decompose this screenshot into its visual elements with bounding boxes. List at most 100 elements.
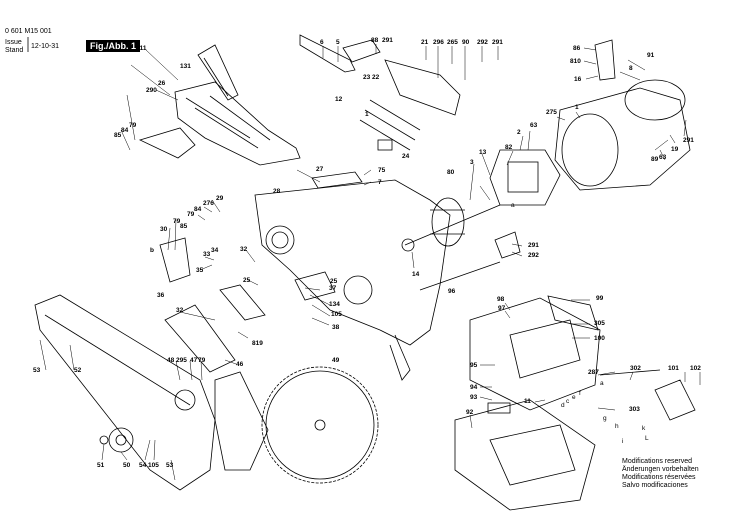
part-label: 32: [240, 246, 248, 253]
part-label: 265: [447, 39, 458, 46]
part-label: 105: [331, 311, 342, 318]
part-label: 25: [330, 278, 338, 285]
part-label: 12: [335, 96, 343, 103]
part-label: 287: [588, 369, 599, 376]
part-label: 63: [659, 154, 667, 161]
part-label: 296: [433, 39, 444, 46]
knob-50: [108, 427, 134, 453]
tray-cover: [547, 295, 599, 331]
part-label: 93: [470, 394, 478, 401]
leader-lines: [39, 44, 701, 481]
part-label: 47: [190, 357, 198, 364]
part-labels: 6 5 88 291 21 296 265 90 292 291 86 810 …: [33, 37, 701, 469]
figure-label: Fig./Abb. 1: [86, 40, 140, 52]
part-label: 99: [596, 295, 604, 302]
part-label: 79: [187, 211, 195, 218]
switch-102: [654, 379, 696, 421]
part-label: 34: [211, 247, 219, 254]
wire-letter: b: [150, 247, 154, 254]
part-label: 92: [466, 409, 474, 416]
wire-letter: f: [579, 390, 581, 397]
part-label: 84: [121, 127, 129, 134]
label-plate: [487, 402, 511, 414]
part-label: 102: [690, 365, 701, 372]
part-label: 7: [378, 179, 382, 186]
part-label: 276: [203, 200, 214, 207]
stand-label: Stand: [5, 47, 24, 54]
wire-letter: k: [642, 425, 646, 432]
table-extension: [34, 294, 216, 491]
part-label: 290: [146, 87, 157, 94]
saw-blade-inner: [265, 370, 375, 480]
part-label: 53: [33, 367, 41, 374]
part-label: 16: [574, 76, 582, 83]
control-tray: [469, 297, 601, 411]
wire-letter: c: [566, 398, 570, 405]
part-label: 13: [479, 149, 487, 156]
stator-core: [507, 161, 539, 193]
part-label: 48: [167, 357, 175, 364]
part-label: 94: [470, 384, 478, 391]
part-label: 105: [148, 462, 159, 469]
note-line: Salvo modificaciones: [622, 482, 688, 489]
switch-cover: [342, 39, 381, 63]
part-label: 79: [173, 218, 181, 225]
part-label: 37: [329, 285, 337, 292]
stator: [489, 149, 561, 206]
pivot-rod: [419, 261, 501, 291]
part-label: 8: [629, 65, 633, 72]
part-label: 6: [320, 39, 324, 46]
part-label: 26: [158, 80, 166, 87]
brush-holder: [594, 39, 616, 81]
gear-housing: [254, 179, 451, 346]
guard-plate: [214, 371, 269, 471]
lever: [219, 284, 266, 321]
fan-cover: [624, 79, 686, 121]
issue-date: 12-10-31: [31, 43, 60, 50]
part-label: 80: [447, 169, 455, 176]
modification-notes: Modifications reserved Änderungen vorbeh…: [622, 458, 699, 490]
wire-letter: i: [622, 438, 623, 445]
wire-letter: h: [615, 423, 619, 430]
guard-flap: [197, 44, 239, 101]
part-label: 89: [651, 156, 659, 163]
part-label: 23: [363, 74, 371, 81]
part-label: 91: [647, 52, 655, 59]
part-label: 86: [573, 45, 581, 52]
part-label: 291: [528, 242, 539, 249]
housing-foot: [389, 334, 411, 381]
part-label: 95: [470, 362, 478, 369]
part-label: 63: [530, 122, 538, 129]
clamp-plate: [294, 271, 336, 301]
part-label: 810: [570, 58, 581, 65]
lower-guard: [138, 127, 196, 159]
part-label: 28: [273, 188, 281, 195]
part-label: 275: [546, 109, 557, 116]
part-label: 295: [176, 357, 187, 364]
cover-plate: [311, 171, 363, 189]
table-bearing: [174, 389, 196, 411]
part-label: 2: [517, 129, 521, 136]
part-label: 292: [528, 252, 539, 259]
part-label: 51: [97, 462, 105, 469]
part-label: 24: [402, 153, 410, 160]
bearing-14: [401, 238, 415, 252]
part-label: 85: [180, 223, 188, 230]
power-cord: [599, 369, 661, 376]
screw-51: [99, 435, 109, 445]
doc-number: 0 601 M15 001: [5, 28, 52, 35]
part-label: 131: [180, 63, 191, 70]
wire-letter: a: [600, 380, 604, 387]
part-label: 305: [594, 320, 605, 327]
wire-letter: d: [561, 402, 565, 409]
part-label: 100: [594, 335, 605, 342]
part-label: 5: [336, 39, 340, 46]
part-label: 29: [216, 195, 224, 202]
part-label: 1: [575, 104, 579, 111]
part-label: 134: [329, 301, 340, 308]
cable-set: [359, 99, 421, 151]
part-label: 819: [252, 340, 263, 347]
housing-bore-right: [343, 275, 373, 305]
